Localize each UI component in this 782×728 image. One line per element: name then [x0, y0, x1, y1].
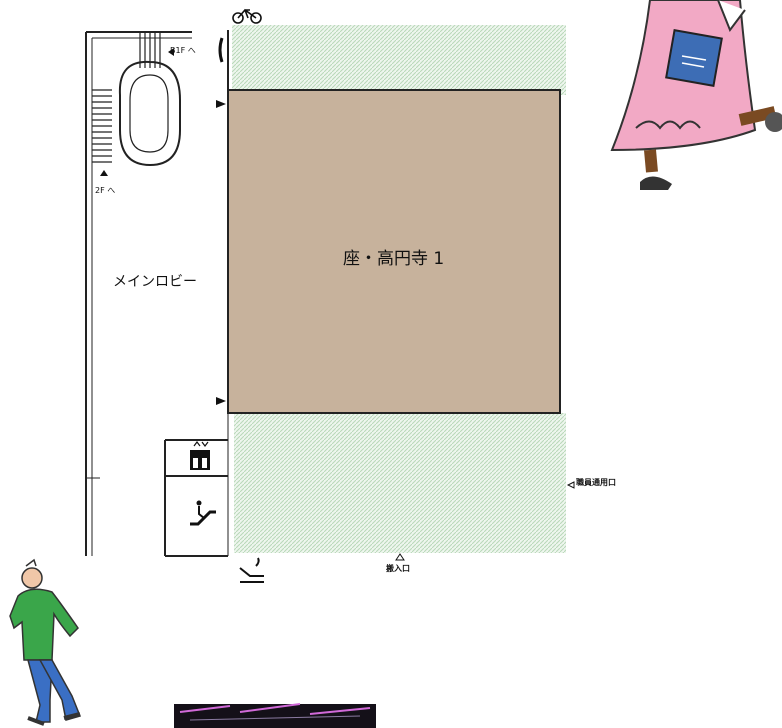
phone-icon — [218, 37, 224, 63]
main-hall[interactable] — [227, 89, 561, 414]
lobby-label: メインロビー — [113, 274, 197, 290]
service-block — [164, 439, 228, 557]
stair-steps-left — [92, 89, 112, 163]
loading-dock-label: 搬入口 — [386, 564, 410, 573]
elevator-icon — [190, 441, 210, 470]
smoking-area-icon — [239, 557, 264, 583]
main-hall-label: 座・高円寺 1 — [343, 249, 445, 269]
loading-dock-marker — [395, 553, 405, 561]
woman-illustration — [610, 0, 782, 190]
venue-photo — [174, 703, 376, 728]
stair-well — [118, 60, 181, 167]
bicycle-icon — [232, 8, 262, 24]
plaza-area-bottom — [234, 413, 566, 553]
entrance-arrow-icon — [100, 48, 226, 405]
to-2f-label: 2F へ — [95, 186, 116, 195]
plaza-area-top — [232, 25, 566, 95]
lobby-walls — [85, 30, 229, 556]
escalator-icon — [186, 498, 216, 528]
man-illustration — [9, 558, 82, 726]
stairs — [92, 32, 181, 167]
to-b1f-label: B1F へ — [170, 46, 196, 55]
staff-entrance-marker — [566, 481, 575, 489]
staff-entrance-label: 職員通用口 — [576, 478, 616, 487]
